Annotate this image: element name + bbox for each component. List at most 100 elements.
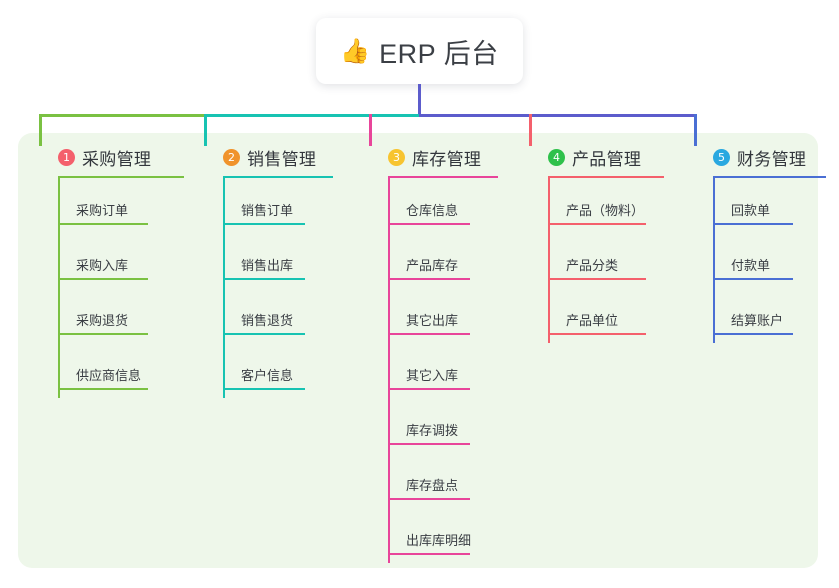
drop-stem-1 xyxy=(39,114,42,146)
branch-item-spine xyxy=(548,288,550,343)
branch-item[interactable]: 销售出库 xyxy=(223,233,305,288)
branch-item[interactable]: 采购入库 xyxy=(58,233,148,288)
branch-item[interactable]: 供应商信息 xyxy=(58,343,148,398)
branch-item-underline xyxy=(58,278,148,280)
branch-item-underline xyxy=(58,333,148,335)
branch-item[interactable]: 仓库信息 xyxy=(388,178,470,233)
branch-column-1: 1 采购管理采购订单采购入库采购退货供应商信息 xyxy=(39,146,184,398)
branch-item-label: 库存盘点 xyxy=(406,478,459,493)
branch-item[interactable]: 客户信息 xyxy=(223,343,305,398)
branch-item-underline xyxy=(388,553,470,555)
branch-title: 库存管理 xyxy=(412,149,482,169)
branch-header-4[interactable]: 4 产品管理 xyxy=(529,146,642,169)
branch-item-spine xyxy=(223,178,225,233)
drop-stem-2 xyxy=(204,114,207,146)
branch-item-underline xyxy=(713,333,793,335)
branch-item[interactable]: 出库库明细 xyxy=(388,508,471,563)
branch-item-underline xyxy=(548,223,646,225)
branch-item-spine xyxy=(388,398,390,453)
branch-column-4: 4 产品管理产品（物料） 产品分类产品单位 xyxy=(529,146,664,343)
branch-item-underline xyxy=(388,498,470,500)
branch-item-spine xyxy=(388,233,390,288)
branch-header-2[interactable]: 2 销售管理 xyxy=(204,146,317,169)
branch-item[interactable]: 其它出库 xyxy=(388,288,470,343)
branch-item-label: 销售退货 xyxy=(241,313,294,328)
branch-item-spine xyxy=(223,288,225,343)
branch-item[interactable]: 其它入库 xyxy=(388,343,470,398)
branch-item-spine xyxy=(223,233,225,288)
branch-item[interactable]: 产品单位 xyxy=(548,288,646,343)
branch-number-badge: 1 xyxy=(58,148,75,166)
branch-item[interactable]: 销售退货 xyxy=(223,288,305,343)
branch-items-list: 仓库信息产品库存其它出库其它入库库存调拨库存盘点出库库明细 xyxy=(388,178,471,563)
branch-item-spine xyxy=(58,343,60,398)
branch-item-spine xyxy=(388,178,390,233)
branch-item[interactable]: 回款单 xyxy=(713,178,793,233)
branch-title: 采购管理 xyxy=(82,149,152,169)
branch-item[interactable]: 产品分类 xyxy=(548,233,646,288)
branch-items-list: 销售订单销售出库销售退货客户信息 xyxy=(223,178,305,398)
branch-item-spine xyxy=(388,288,390,343)
branch-item[interactable]: 产品库存 xyxy=(388,233,470,288)
branch-item-spine xyxy=(713,288,715,343)
branch-item-label: 回款单 xyxy=(731,203,771,218)
branch-item-label: 其它入库 xyxy=(406,368,459,383)
branch-underline xyxy=(58,176,184,178)
drop-stem-5 xyxy=(694,114,697,146)
root-node[interactable]: 👍 ERP 后台 xyxy=(316,18,523,84)
branch-item[interactable]: 采购订单 xyxy=(58,178,148,233)
branch-item-label: 产品（物料） xyxy=(566,203,645,218)
branch-title: 销售管理 xyxy=(247,149,317,169)
branch-item-label: 供应商信息 xyxy=(76,368,142,383)
branch-item[interactable]: 销售订单 xyxy=(223,178,305,233)
branch-item-spine xyxy=(713,233,715,288)
branch-item-label: 采购入库 xyxy=(76,258,129,273)
branch-item-underline xyxy=(548,278,646,280)
branch-item-underline xyxy=(713,278,793,280)
branch-item-label: 库存调拨 xyxy=(406,423,459,438)
branch-items-list: 采购订单采购入库采购退货供应商信息 xyxy=(58,178,148,398)
branch-item-label: 仓库信息 xyxy=(406,203,459,218)
branch-title: 产品管理 xyxy=(572,149,642,169)
branch-item-label: 结算账户 xyxy=(731,313,784,328)
branch-item-spine xyxy=(548,178,550,233)
branch-item-label: 产品库存 xyxy=(406,258,459,273)
branch-header-3[interactable]: 3 库存管理 xyxy=(369,146,482,169)
branch-number-badge: 4 xyxy=(548,148,565,166)
branch-item-underline xyxy=(388,443,470,445)
branch-item-label: 其它出库 xyxy=(406,313,459,328)
branch-item[interactable]: 库存调拨 xyxy=(388,398,470,453)
branch-item[interactable]: 库存盘点 xyxy=(388,453,470,508)
root-stem-line xyxy=(418,84,421,116)
branch-underline xyxy=(388,176,498,178)
branch-number-badge: 3 xyxy=(388,148,405,166)
branch-header-1[interactable]: 1 采购管理 xyxy=(39,146,152,169)
branch-column-3: 3 库存管理仓库信息产品库存其它出库其它入库库存调拨库存盘点出库库明细 xyxy=(369,146,498,563)
branch-item-underline xyxy=(223,223,305,225)
branch-item-underline xyxy=(548,333,646,335)
bus-segment-2 xyxy=(205,114,421,117)
branch-item[interactable]: 采购退货 xyxy=(58,288,148,343)
branch-item[interactable]: 结算账户 xyxy=(713,288,793,343)
branch-item-label: 采购退货 xyxy=(76,313,129,328)
branch-underline xyxy=(548,176,664,178)
branch-number-badge: 2 xyxy=(223,148,240,166)
branch-item-underline xyxy=(223,278,305,280)
branch-item-underline xyxy=(388,388,470,390)
branch-underline xyxy=(223,176,333,178)
branch-item-underline xyxy=(223,388,305,390)
branch-item[interactable]: 付款单 xyxy=(713,233,793,288)
branch-item-underline xyxy=(223,333,305,335)
branch-item-spine xyxy=(58,178,60,233)
branch-item[interactable]: 产品（物料） xyxy=(548,178,646,233)
branch-item-label: 销售出库 xyxy=(241,258,294,273)
branch-underline xyxy=(713,176,826,178)
branch-item-label: 出库库明细 xyxy=(406,533,472,548)
branch-item-spine xyxy=(388,508,390,563)
bus-segment-3 xyxy=(419,114,697,117)
branch-items-list: 回款单付款单结算账户 xyxy=(713,178,793,343)
branch-item-label: 采购订单 xyxy=(76,203,129,218)
branch-item-underline xyxy=(713,223,793,225)
root-node-title: ERP 后台 xyxy=(379,38,499,69)
